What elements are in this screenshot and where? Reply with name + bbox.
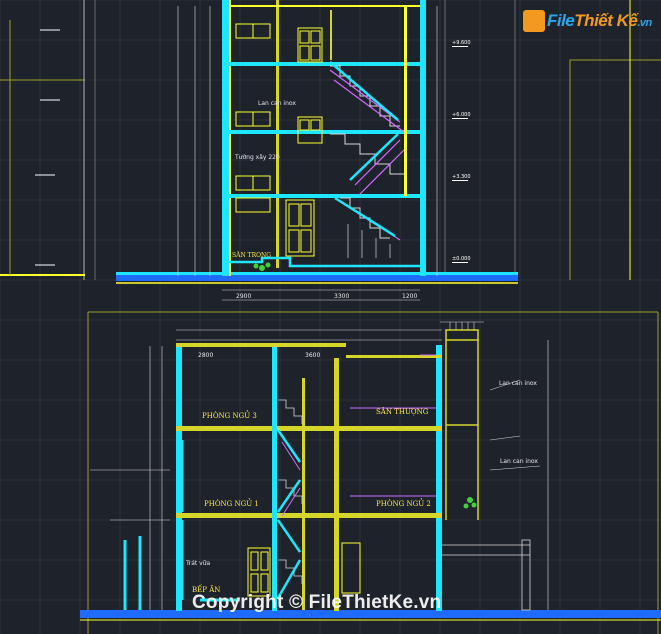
left-section-top [0,0,96,280]
logo-domain: .vn [637,17,652,29]
annotation: Lan can inox [499,380,537,387]
logo-mark-icon [523,10,545,32]
room-label: BẾP ĂN [192,586,221,594]
dimension-label: 2900 [236,293,252,300]
dimension-label: 1200 [402,293,418,300]
logo-text-part1: File [547,11,575,30]
level-mark: +3.300 [452,174,471,180]
dimension-label: 3300 [334,293,350,300]
lower-section [80,311,661,634]
level-mark: +9.600 [452,40,471,46]
copyright-watermark: Copyright © FileThietKe.vn [192,592,442,613]
room-label: PHÒNG NGỦ 2 [376,500,431,508]
room-label: SÂN THƯỢNG [376,408,429,416]
annotation: Lan can inox [500,458,538,465]
dimension-label: 3600 [305,352,321,359]
logo-text: FileThiết Kế.vn [547,11,652,31]
annotation: Tường xây 220 [235,154,280,161]
brand-logo: FileThiết Kế.vn [523,10,652,32]
right-frame-top [444,0,661,280]
room-label: PHÒNG NGỦ 1 [204,500,259,508]
upper-section [116,0,518,301]
annotation: Trát vữa [186,560,211,567]
dimension-label: 2800 [198,352,214,359]
level-mark: +6.000 [452,112,471,118]
annotation: Lan can inox [258,100,296,107]
logo-text-part2: Thiết Kế [574,11,638,30]
room-label: PHÒNG NGỦ 3 [202,412,257,420]
level-mark: ±0.000 [452,256,471,262]
room-label: SÂN TRONG [232,252,272,259]
